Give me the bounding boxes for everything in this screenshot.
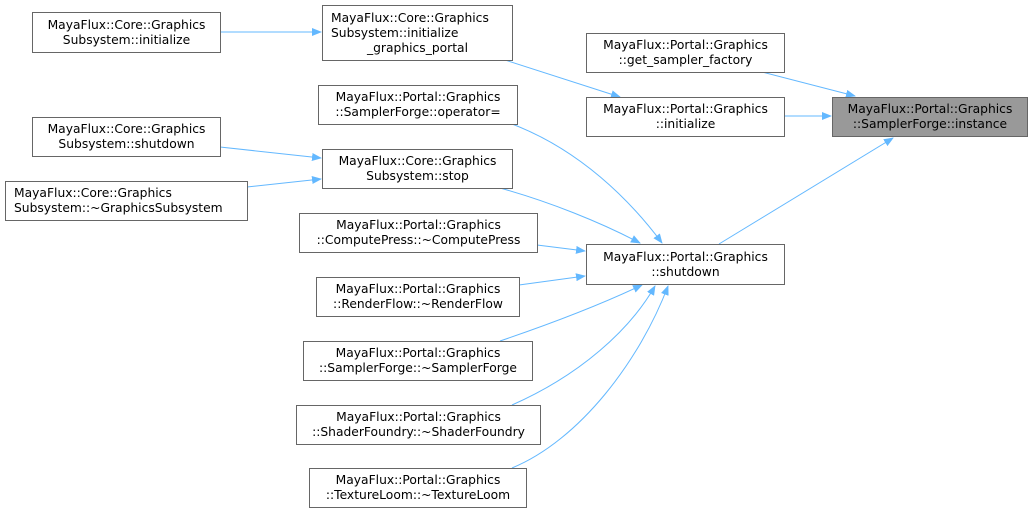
node-label: MayaFlux::Core::Graphics [338, 154, 497, 168]
node-label: MayaFlux::Portal::Graphics [603, 38, 768, 52]
node-portal-initialize[interactable]: MayaFlux::Portal::Graphics ::initialize [586, 97, 785, 137]
node-label: Subsystem::~GraphicsSubsystem [14, 201, 223, 215]
node-compute-press-dtor[interactable]: MayaFlux::Portal::Graphics ::ComputePres… [299, 213, 538, 253]
node-shader-foundry-dtor[interactable]: MayaFlux::Portal::Graphics ::ShaderFound… [296, 405, 541, 445]
edge-portal-shutdown-to-instance [718, 137, 894, 245]
node-label: ::ComputePress::~ComputePress [316, 233, 521, 247]
node-label: ::RenderFlow::~RenderFlow [333, 297, 503, 311]
node-graphics-subsystem-dtor[interactable]: MayaFlux::Core::Graphics Subsystem::~Gra… [5, 181, 248, 221]
node-label: ::initialize [655, 117, 716, 131]
node-sampler-forge-dtor[interactable]: MayaFlux::Portal::Graphics ::SamplerForg… [303, 341, 533, 381]
node-stop[interactable]: MayaFlux::Core::Graphics Subsystem::stop [322, 149, 513, 189]
node-label: MayaFlux::Portal::Graphics [335, 473, 501, 487]
node-init-graphics-portal[interactable]: MayaFlux::Core::Graphics Subsystem::init… [322, 5, 513, 61]
edge-graphics-subsystem-dtor-to-stop [246, 175, 322, 188]
node-label: MayaFlux::Core::Graphics [331, 10, 489, 25]
node-label: MayaFlux::Portal::Graphics [847, 102, 1013, 116]
node-label: ::SamplerForge::~SamplerForge [319, 361, 517, 375]
node-label: MayaFlux::Core::Graphics [47, 122, 206, 136]
edge-compute-press-dtor-to-portal-shutdown [536, 244, 586, 254]
node-label: ::shutdown [651, 264, 720, 279]
node-label: ::ShaderFoundry::~ShaderFoundry [312, 425, 525, 439]
node-label: ::SamplerForge::instance [852, 117, 1008, 131]
node-label: MayaFlux::Portal::Graphics [335, 346, 501, 360]
node-label: _graphics_portal [366, 40, 469, 55]
edge-shader-foundry-dtor-to-portal-shutdown [511, 285, 656, 406]
node-core-shutdown[interactable]: MayaFlux::Core::Graphics Subsystem::shut… [32, 117, 221, 157]
edge-core-shutdown-to-stop [219, 146, 322, 162]
node-label: MayaFlux::Core::Graphics [47, 17, 206, 32]
node-label: Subsystem::initialize [331, 25, 459, 40]
node-label: MayaFlux::Portal::Graphics [336, 218, 501, 232]
node-label: Subsystem::shutdown [58, 137, 195, 151]
node-label: ::get_sampler_factory [618, 53, 753, 67]
node-operator-assign[interactable]: MayaFlux::Portal::Graphics ::SamplerForg… [318, 85, 518, 125]
edge-get-sampler-factory-to-instance [761, 71, 856, 98]
node-label: MayaFlux::Core::Graphics [14, 186, 172, 200]
node-label: ::TextureLoom::~TextureLoom [325, 488, 511, 502]
edge-init-graphics-portal-to-portal-initialize [504, 59, 621, 99]
node-portal-shutdown[interactable]: MayaFlux::Portal::Graphics ::shutdown [586, 244, 785, 285]
node-label: MayaFlux::Portal::Graphics [335, 90, 501, 104]
node-get-sampler-factory[interactable]: MayaFlux::Portal::Graphics ::get_sampler… [586, 33, 785, 73]
edge-texture-loom-dtor-to-portal-shutdown [511, 285, 669, 469]
edge-render-flow-dtor-to-portal-shutdown [518, 273, 586, 286]
node-label: MayaFlux::Portal::Graphics [603, 249, 768, 264]
node-label: Subsystem::initialize [62, 32, 191, 47]
edge-operator-assign-to-portal-shutdown [511, 123, 663, 244]
node-core-initialize[interactable]: MayaFlux::Core::Graphics Subsystem::init… [32, 12, 221, 53]
node-label: Subsystem::stop [366, 169, 469, 183]
node-label: MayaFlux::Portal::Graphics [603, 102, 768, 116]
node-instance-current[interactable]: MayaFlux::Portal::Graphics ::SamplerForg… [832, 97, 1028, 137]
node-label: MayaFlux::Portal::Graphics [335, 282, 501, 296]
node-render-flow-dtor[interactable]: MayaFlux::Portal::Graphics ::RenderFlow:… [316, 277, 520, 317]
node-label: MayaFlux::Portal::Graphics [336, 410, 501, 424]
edge-stop-to-portal-shutdown [499, 187, 641, 244]
edge-sampler-forge-dtor-to-portal-shutdown [499, 284, 643, 342]
node-texture-loom-dtor[interactable]: MayaFlux::Portal::Graphics ::TextureLoom… [309, 468, 527, 508]
node-label: ::SamplerForge::operator= [335, 105, 501, 119]
